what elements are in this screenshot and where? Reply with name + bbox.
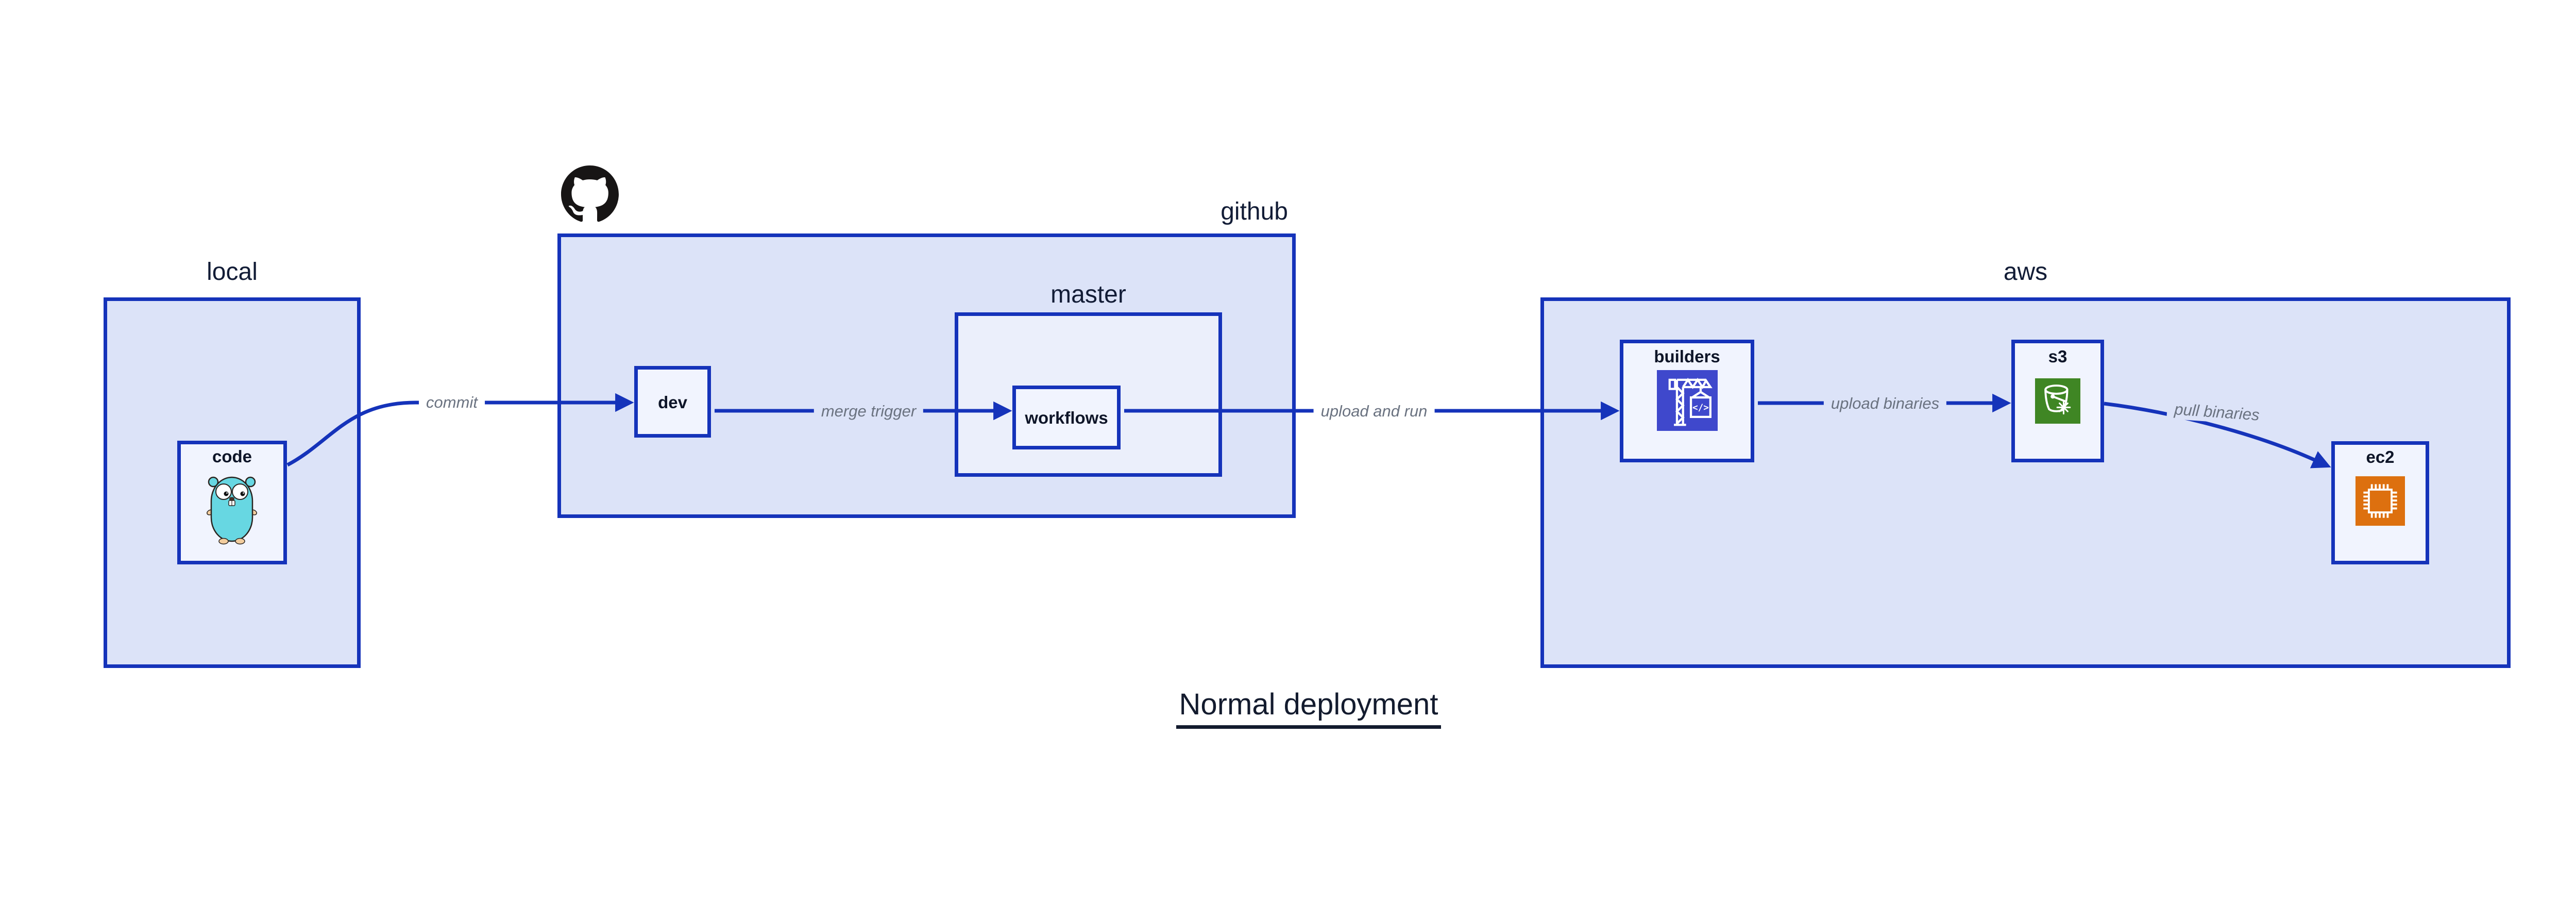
container-label-github: github [1221,198,1288,225]
s3-bucket-icon [2035,378,2081,426]
container-label-master: master [1050,281,1126,308]
node-label-code: code [212,447,252,466]
container-label-aws: aws [2003,258,2048,286]
codebuild-code-glyph: </> [1692,403,1709,413]
codebuild-crane-icon: </> [1656,370,1718,433]
node-label-workflows: workflows [1025,408,1108,427]
container-label-local: local [207,258,258,286]
edge-pull-binaries [2104,402,2331,469]
node-label-s3: s3 [2048,347,2067,366]
ec2-chip-icon [2355,476,2405,528]
edge-label-commit: commit [419,392,485,413]
diagram-title-text: Normal deployment [1176,688,1442,729]
node-label-dev: dev [658,393,687,412]
go-gopher-icon [206,473,258,548]
edge-commit [286,393,634,467]
edge-label-merge-trigger: merge trigger [814,401,924,422]
node-dev [634,366,711,438]
node-workflows [1012,386,1121,449]
github-octocat-icon [561,165,619,226]
edge-label-upload-binaries: upload binaries [1823,393,1947,414]
diagram-title: Normal deployment [1113,688,1504,729]
edge-label-upload-and-run: upload and run [1313,401,1435,422]
node-label-ec2: ec2 [2366,447,2395,466]
node-label-builders: builders [1654,347,1720,366]
